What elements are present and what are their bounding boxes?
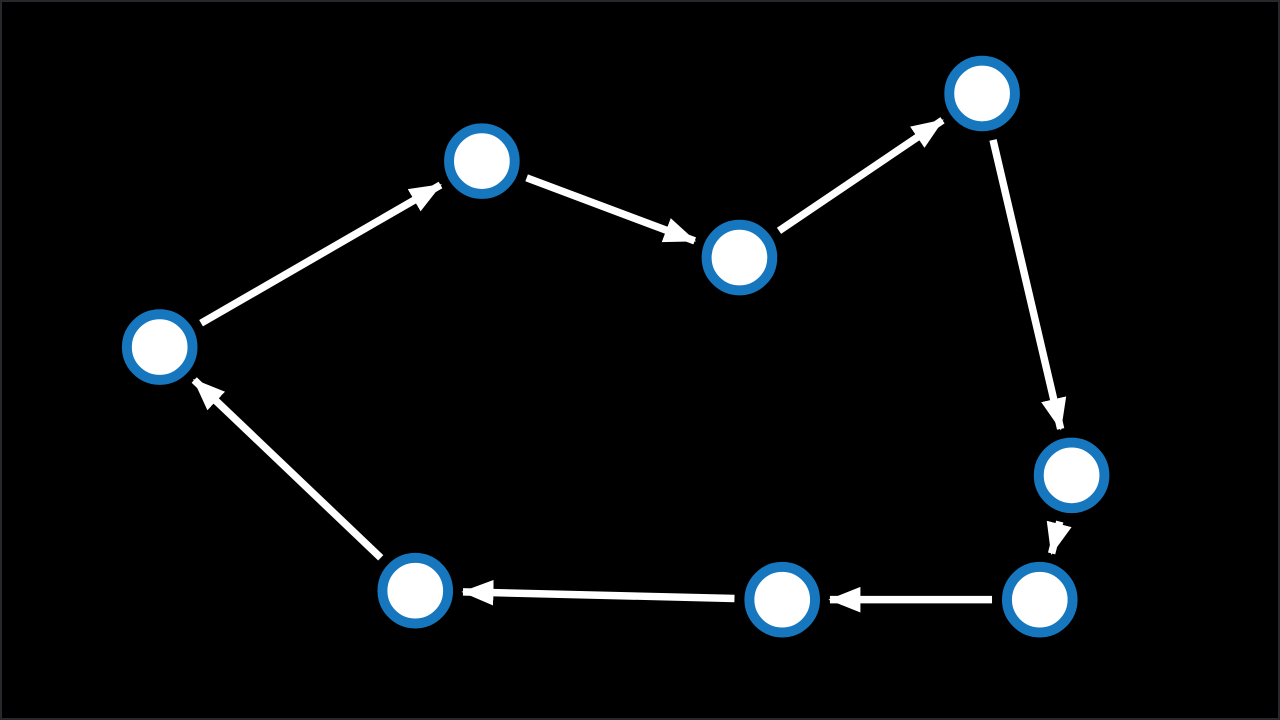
flow-node-left[interactable] xyxy=(121,309,198,385)
flow-edge-node-upper-left-to-node-middle xyxy=(525,174,697,245)
flow-node-middle[interactable] xyxy=(701,219,778,296)
flow-node-upper-left[interactable] xyxy=(444,123,520,199)
flow-edge-node-top-right-to-node-right xyxy=(989,139,1067,431)
flow-edge-node-right-to-node-bottom-right xyxy=(1046,520,1072,555)
flow-edge-node-middle-to-node-top-right xyxy=(776,117,945,234)
flow-edge-node-bottom-left-to-node-left xyxy=(191,377,384,561)
flow-node-right[interactable] xyxy=(1033,437,1110,514)
flow-node-top-right[interactable] xyxy=(944,55,1020,132)
flow-edge-node-left-to-node-upper-left xyxy=(199,181,443,327)
flow-node-bottom-right[interactable] xyxy=(1001,561,1078,638)
flow-edge-node-bottom-middle-to-node-bottom-left xyxy=(461,579,735,606)
flow-node-bottom-middle[interactable] xyxy=(744,561,820,638)
flow-node-bottom-left[interactable] xyxy=(377,552,454,629)
